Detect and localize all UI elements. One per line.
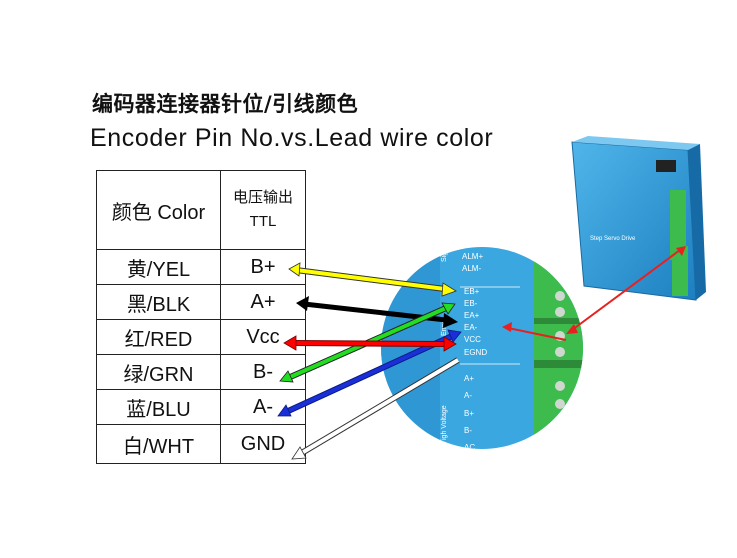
row-color: 黄/YEL	[96, 249, 221, 285]
row-pin: B+	[220, 249, 306, 285]
drive-terminal-bottom	[672, 246, 688, 296]
wire-yellow	[288, 262, 457, 297]
table-row: 黑/BLK A+	[96, 284, 306, 320]
power-group-label: igh Voltage	[441, 405, 448, 440]
pin-color-table: 颜色 Color 电压输出 TTL 黄/YEL B+ 黑/BLK A+ 红/RE…	[96, 170, 306, 464]
header-voltage-line1: 电压输出	[232, 189, 293, 206]
wire-white	[291, 357, 460, 460]
title-chinese: 编码器连接器针位/引线颜色	[92, 92, 359, 116]
header-color: 颜色 Color	[96, 170, 221, 250]
row-color: 绿/GRN	[96, 354, 221, 390]
panel-label: Pend-	[462, 240, 484, 249]
row-color: 白/WHT	[96, 424, 221, 464]
table-header-row: 颜色 Color 电压输出 TTL	[96, 170, 306, 250]
panel-label: EB-	[464, 299, 478, 308]
panel-zoom: Sign Pend- ALM+ ALM- Enco EB+ EB- EA+ EA…	[381, 240, 583, 452]
header-voltage-line2: TTL	[249, 213, 277, 230]
panel-label: ALM+	[462, 252, 483, 261]
table-row: 黄/YEL B+	[96, 249, 306, 285]
row-color: 红/RED	[96, 319, 221, 355]
encoder-group-label: Enco	[441, 320, 448, 336]
panel-label: EA+	[464, 311, 480, 320]
wire-blue	[277, 329, 462, 417]
panel-label: B-	[464, 426, 472, 435]
drive-display	[656, 160, 676, 172]
panel-label: B+	[464, 409, 474, 418]
table-row: 绿/GRN B-	[96, 354, 306, 390]
row-color: 蓝/BLU	[96, 389, 221, 425]
panel-label: EB+	[464, 287, 480, 296]
wire-red	[283, 335, 457, 352]
panel-label: A-	[464, 391, 472, 400]
row-pin: B-	[220, 354, 306, 390]
row-pin: GND	[220, 424, 306, 464]
panel-label: AC	[464, 443, 475, 452]
panel-label: A+	[464, 374, 474, 383]
drive-terminal-top	[670, 190, 686, 260]
table-row: 白/WHT GND	[96, 424, 306, 464]
pointer-arrows	[502, 246, 686, 341]
panel-label: EA-	[464, 323, 478, 332]
title-english: Encoder Pin No.vs.Lead wire color	[90, 124, 494, 152]
header-voltage: 电压输出 TTL	[220, 170, 306, 250]
signal-group-label: Sign	[441, 248, 448, 262]
panel-label: VCC	[464, 335, 481, 344]
panel-label: ALM-	[462, 264, 481, 273]
drive-image: Step Servo Drive	[571, 136, 706, 301]
row-pin: A+	[220, 284, 306, 320]
drive-label: Step Servo Drive	[590, 236, 636, 242]
panel-label: EGND	[464, 348, 487, 357]
